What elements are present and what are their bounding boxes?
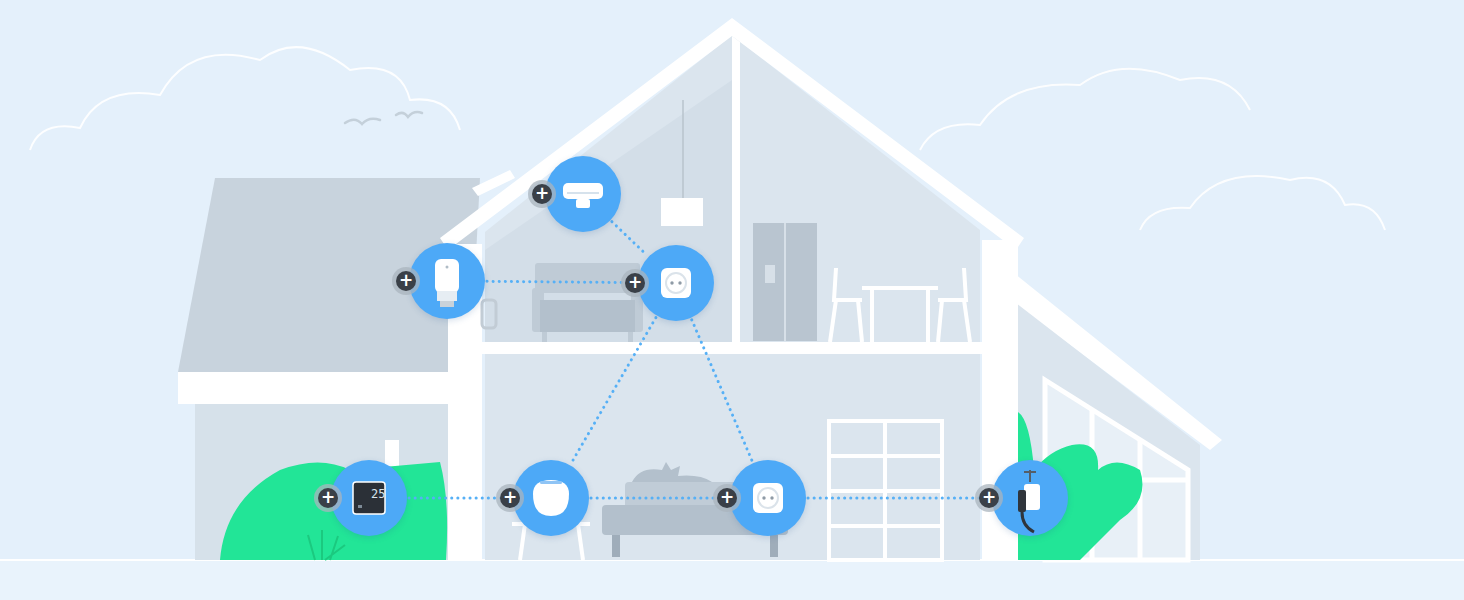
add-badge: + — [717, 488, 737, 508]
add-badge: + — [625, 273, 645, 293]
device-icon — [331, 460, 407, 536]
birds — [345, 112, 422, 124]
dotted-link — [591, 498, 728, 499]
upper-sofa — [532, 263, 643, 342]
house-interior — [485, 35, 980, 560]
device-node: + — [513, 460, 589, 536]
display-reading: 25 — [371, 488, 385, 500]
device-icon — [513, 460, 589, 536]
device-icon — [545, 156, 621, 232]
house-frame — [440, 18, 1024, 560]
dotted-line — [591, 497, 728, 500]
dotted-line — [409, 497, 511, 500]
add-badge: + — [396, 271, 416, 291]
device-node: + — [730, 460, 806, 536]
shelf — [829, 421, 942, 560]
device-node: + — [545, 156, 621, 232]
add-badge: + — [318, 488, 338, 508]
dotted-link — [487, 281, 636, 282]
dotted-link — [692, 320, 753, 461]
dotted-link — [808, 498, 990, 499]
cat — [632, 462, 712, 482]
table-chairs — [830, 268, 970, 342]
add-badge: + — [500, 488, 520, 508]
device-node: + — [638, 245, 714, 321]
add-badge: + — [979, 488, 999, 508]
dotted-line — [487, 281, 636, 282]
ground — [0, 560, 1464, 600]
device-icon — [638, 245, 714, 321]
device-icon — [730, 460, 806, 536]
dotted-line — [571, 318, 656, 464]
dotted-line — [808, 497, 990, 500]
add-badge: + — [532, 184, 552, 204]
dotted-link — [571, 318, 656, 464]
device-node: + — [409, 243, 485, 319]
plant — [1018, 412, 1143, 560]
dotted-line — [692, 320, 753, 461]
dotted-line — [612, 222, 647, 256]
dotted-link — [409, 498, 511, 499]
device-node: + — [992, 460, 1068, 536]
fridge — [753, 223, 817, 341]
device-icon — [992, 460, 1068, 536]
device-node: +25 — [331, 460, 407, 536]
device-icon — [409, 243, 485, 319]
dotted-link — [612, 222, 647, 256]
